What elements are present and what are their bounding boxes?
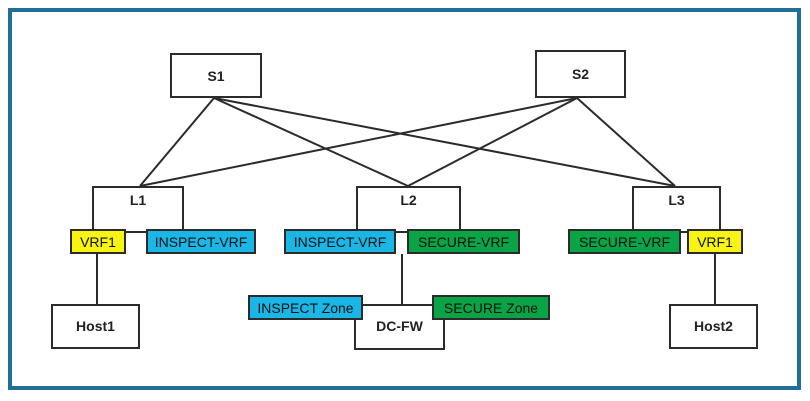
link-s1-l2 — [213, 97, 409, 187]
link-s2-l2 — [407, 97, 578, 187]
spine-s2: S2 — [535, 50, 626, 98]
diagram-frame — [8, 8, 801, 390]
l1-inspect-vrf-tag: INSPECT-VRF — [146, 229, 256, 254]
l3-vrf1-tag: VRF1 — [687, 229, 743, 254]
link-s2-l1 — [139, 97, 578, 187]
link-s1-l3 — [213, 97, 676, 187]
host1-box: Host1 — [51, 304, 140, 349]
secure-zone-tag: SECURE Zone — [432, 295, 550, 320]
l2-inspect-vrf-tag: INSPECT-VRF — [284, 229, 396, 254]
l2-secure-vrf-tag: SECURE-VRF — [407, 229, 520, 254]
link-s1-l1 — [139, 97, 215, 187]
l3-secure-vrf-tag: SECURE-VRF — [568, 229, 681, 254]
inspect-zone-tag: INSPECT Zone — [248, 295, 363, 320]
leaf-l2: L2 — [356, 186, 461, 233]
leaf-l1: L1 — [92, 186, 184, 233]
l1-vrf1-tag: VRF1 — [70, 229, 126, 254]
spine-s1: S1 — [170, 53, 262, 98]
leaf-l3: L3 — [632, 186, 721, 233]
dc-fw-box: DC-FW — [354, 304, 445, 350]
link-s2-l3 — [576, 97, 676, 187]
host2-box: Host2 — [669, 304, 758, 349]
